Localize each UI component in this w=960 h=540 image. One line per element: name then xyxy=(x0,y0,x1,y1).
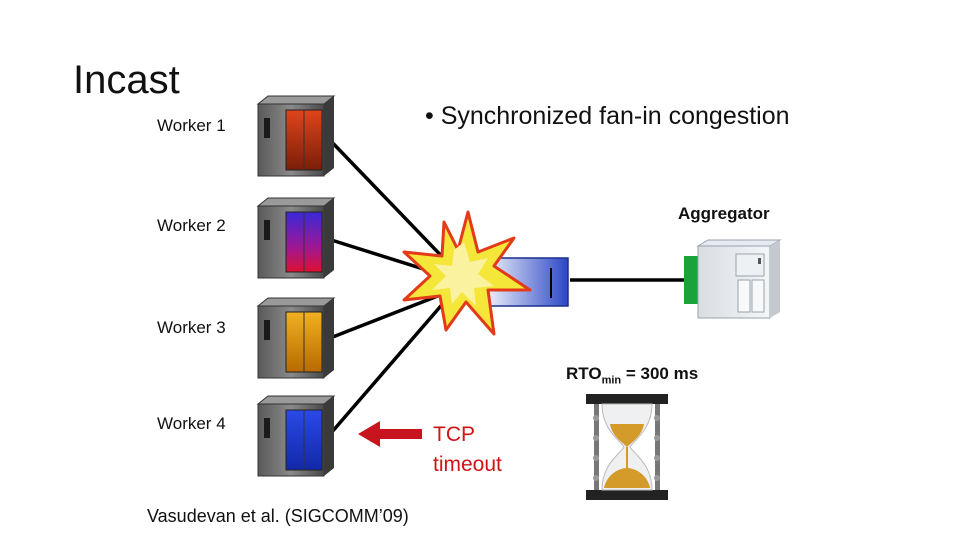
rto-min-label: RTOmin = 300 ms xyxy=(566,364,699,387)
link-worker-4 xyxy=(323,298,448,442)
worker-3-label: Worker 3 xyxy=(157,318,226,337)
worker-1-label: Worker 1 xyxy=(157,116,226,135)
bullet-point: • Synchronized fan-in congestion xyxy=(425,102,790,130)
worker-1-server xyxy=(256,95,336,177)
citation: Vasudevan et al. (SIGCOMM’09) xyxy=(147,506,409,526)
tcp-timeout-label: TCP timeout xyxy=(433,420,502,480)
worker-2-label: Worker 2 xyxy=(157,216,226,235)
tcp-timeout-line1: TCP xyxy=(433,423,475,446)
timeout-arrow-icon xyxy=(358,421,422,447)
link-worker-3 xyxy=(324,290,449,342)
link-worker-1 xyxy=(323,133,457,272)
congestion-explosion-icon xyxy=(402,210,532,336)
aggregator-server-icon xyxy=(684,239,782,319)
worker-4-label: Worker 4 xyxy=(157,414,226,433)
worker-4-server xyxy=(256,395,336,477)
worker-3-server xyxy=(256,297,336,379)
aggregator-label: Aggregator xyxy=(678,204,770,223)
slide-title: Incast xyxy=(73,58,180,102)
hourglass-icon xyxy=(586,394,668,500)
switch-port xyxy=(684,256,700,304)
worker-2-server xyxy=(256,197,336,279)
tcp-timeout-line2: timeout xyxy=(433,453,502,476)
